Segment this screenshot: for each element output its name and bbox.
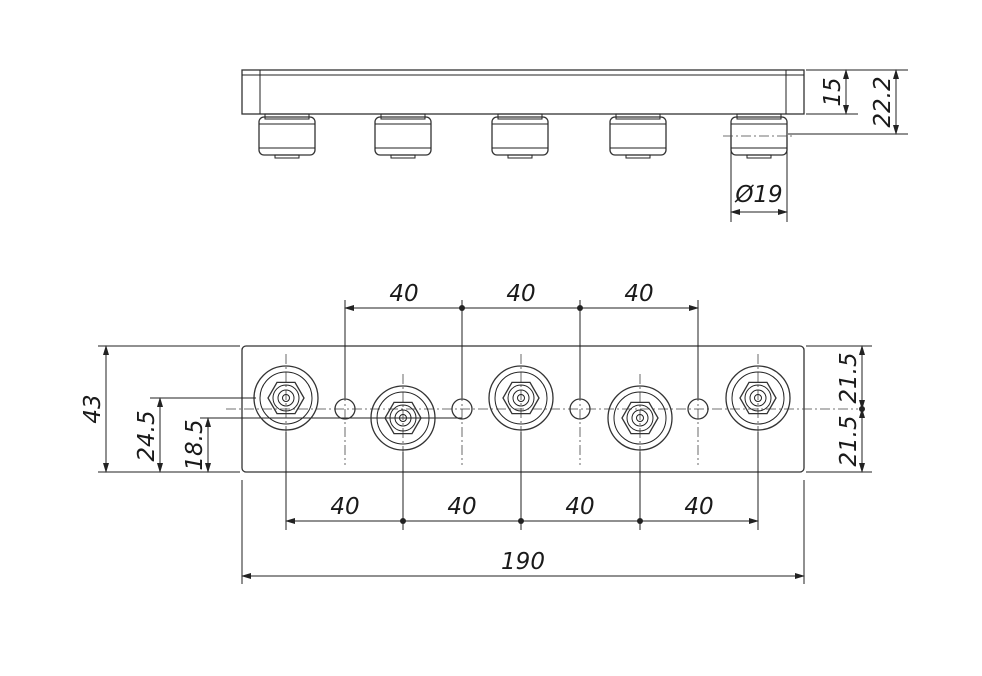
dim-offset-b: 18.5	[182, 419, 208, 470]
side-plate	[241, 69, 805, 115]
wheel-top	[607, 374, 673, 462]
side-view: 15 22.2 Ø19	[241, 69, 908, 222]
dim-offset-a: 24.5	[134, 410, 160, 461]
wheel-top	[488, 354, 554, 442]
side-wheel	[723, 113, 795, 159]
dim-width: 43	[80, 394, 106, 423]
side-wheel	[609, 113, 667, 159]
wheel-top	[725, 354, 791, 442]
dim-plate-thickness: 15	[820, 77, 846, 106]
dim-bottom-spacing-4: 40	[684, 494, 713, 520]
plan-view: 40 40 40 40 40 40 40 190 43 24.5 18.5	[80, 281, 872, 584]
dim-bottom-spacing-2: 40	[447, 494, 476, 520]
dim-overall-length: 190	[501, 549, 545, 575]
dim-bottom-spacing-1: 40	[330, 494, 359, 520]
side-wheel	[258, 113, 316, 159]
dim-wheel-diameter: Ø19	[734, 182, 782, 208]
dim-top-spacing-1: 40	[389, 281, 418, 307]
dim-total-height: 22.2	[870, 76, 896, 127]
dim-half-lower: 21.5	[836, 415, 862, 466]
side-wheel	[491, 113, 549, 159]
dim-top-spacing-2: 40	[506, 281, 535, 307]
side-wheel	[374, 113, 432, 159]
dim-half-upper: 21.5	[836, 352, 862, 403]
dim-bottom-spacing-3: 40	[565, 494, 594, 520]
wheel-top	[370, 374, 436, 462]
dim-top-spacing-3: 40	[624, 281, 653, 307]
